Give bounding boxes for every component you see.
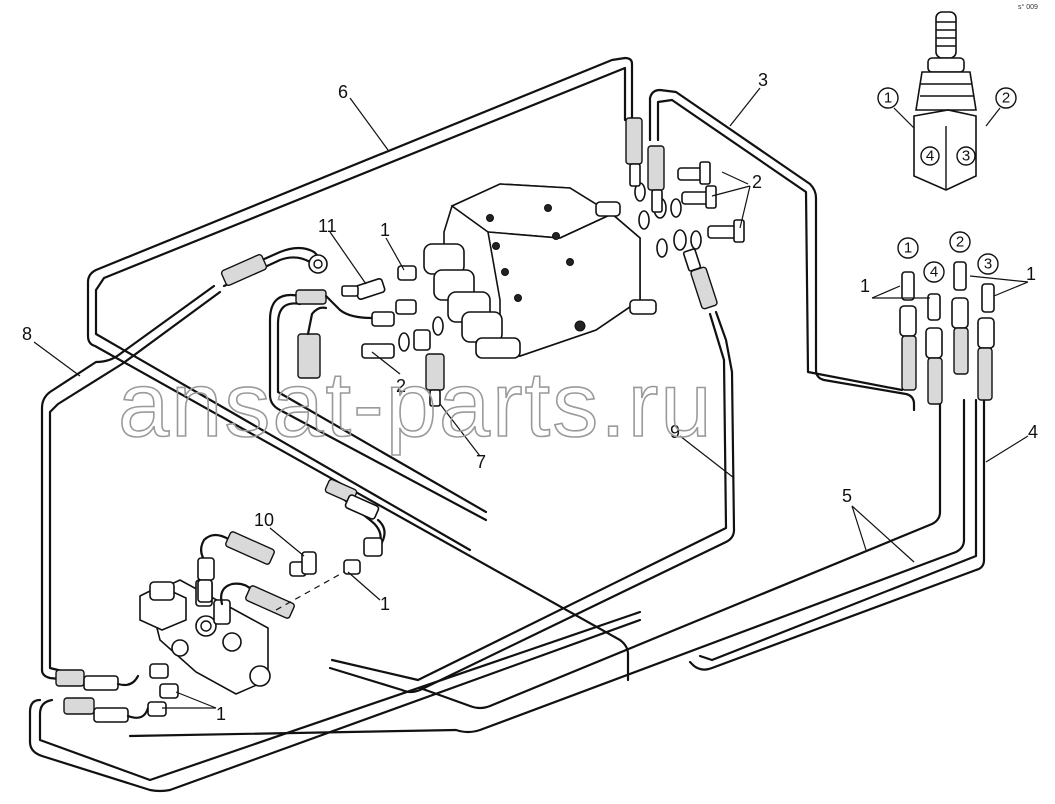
callout-9: 9 (670, 422, 680, 442)
port-fittings-right: 1 4 2 3 (871, 231, 1029, 405)
joystick-port-1: 1 (884, 90, 892, 107)
callouts: 6 3 2 11 1 8 2 7 9 1 1 4 5 10 1 1 (22, 70, 1038, 724)
leader-lines (33, 87, 1029, 709)
hose-3-inner (656, 98, 904, 392)
hose-3 (648, 88, 916, 412)
hose-fitting-10 (275, 478, 386, 611)
port-marker-2: 2 (956, 234, 964, 251)
control-valve-block (423, 183, 657, 359)
callout-4: 4 (1028, 422, 1038, 442)
pilot-valve-assembly (139, 579, 271, 695)
hose-8 (40, 284, 216, 682)
hose-fitting-7 (295, 289, 445, 407)
hose-8-inner (48, 290, 222, 674)
hose-4-inner (698, 398, 978, 662)
joystick-port-2: 2 (1002, 90, 1010, 107)
joystick-port-3: 3 (962, 148, 970, 165)
hose-bottom-inner (38, 610, 642, 782)
callout-8: 8 (22, 324, 32, 344)
hose-ends-upper (625, 117, 718, 310)
port-marker-1: 1 (904, 240, 912, 257)
callout-10: 10 (254, 510, 274, 530)
hose-fitting-11 (220, 246, 417, 315)
joystick-port-4: 4 (926, 148, 934, 165)
pilot-valve-hoses (55, 531, 295, 723)
callout-1-mid: 1 (380, 594, 390, 614)
hose-5a (418, 398, 942, 710)
callout-5: 5 (842, 486, 852, 506)
port-marker-3: 3 (984, 256, 992, 273)
hose-7-inner (276, 302, 488, 514)
watermark: ansat-parts.ru (118, 354, 714, 456)
hose-bottom (28, 618, 642, 793)
callout-1-right-left: 1 (860, 276, 870, 296)
hose-5b (128, 398, 966, 738)
callout-1-lower: 1 (216, 704, 226, 724)
hose-4 (688, 398, 986, 671)
hose-7 (268, 293, 488, 522)
callout-7: 7 (476, 452, 486, 472)
hose-6-inner (94, 66, 627, 552)
callout-6: 6 (338, 82, 348, 102)
callout-2-lower: 2 (396, 376, 406, 396)
hose-routes (28, 56, 986, 793)
hose-9-inner (330, 312, 728, 682)
callout-3: 3 (758, 70, 768, 90)
callout-1-upper: 1 (380, 220, 390, 240)
joystick: 4 3 1 2 (877, 11, 1017, 191)
callout-2-upper: 2 (752, 172, 762, 192)
callout-11: 11 (318, 216, 337, 236)
callout-1-right-right: 1 (1026, 264, 1036, 284)
corner-code: s° 009 (1018, 3, 1038, 11)
hose-6 (86, 56, 634, 682)
port-marker-4: 4 (930, 264, 938, 281)
